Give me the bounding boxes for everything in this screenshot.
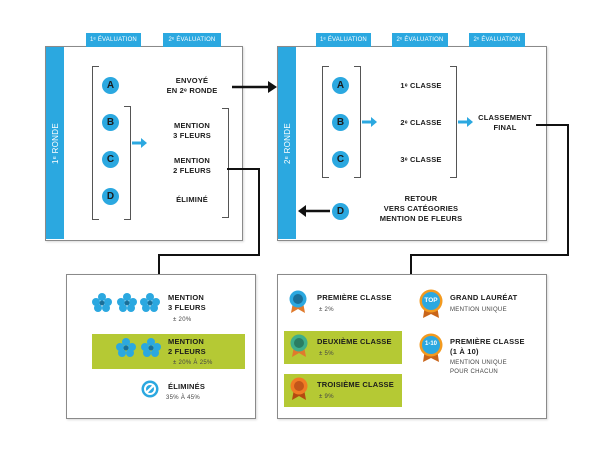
mention-2-flowers-pct: ± 20% À 25% xyxy=(173,360,213,366)
round2-letter-a: A xyxy=(332,77,349,94)
first-class-medal-icon xyxy=(288,290,308,319)
round1-outcome-sent: ENVOYÉ EN 2ᵉ RONDE xyxy=(166,76,218,95)
round2-class3: 3ᵉ CLASSE xyxy=(400,155,442,164)
grand-laureate-title: GRAND LAURÉAT xyxy=(450,293,518,302)
three-flowers-icon xyxy=(92,292,162,317)
round2-blue-arrow-final xyxy=(458,117,473,127)
first-class-pct: ± 2% xyxy=(319,307,334,313)
round1-letter-b: B xyxy=(102,114,119,131)
connector-r1-to-box xyxy=(158,254,160,274)
connector-r2-horiz xyxy=(410,254,569,256)
round2-class1: 1ᵉ CLASSE xyxy=(400,81,442,90)
round1-bracket-right xyxy=(222,108,229,218)
round1-sidebar: 1ᵉ RONDE xyxy=(46,47,64,239)
connector-r2-to-box xyxy=(410,254,412,274)
connector-r2-vert xyxy=(567,124,569,256)
round1-tab-eval1: 1ᵉ ÉVALUATION xyxy=(86,33,141,47)
round2-bracket-right xyxy=(450,66,457,178)
round2-tab-eval3: 2ᵉ ÉVALUATION xyxy=(469,33,525,47)
round1-bracket-left xyxy=(92,66,99,220)
two-flowers-icon xyxy=(116,337,162,362)
eliminated-icon xyxy=(141,380,159,403)
connector-r2-out xyxy=(536,124,569,126)
round2-return-label: RETOUR VERS CATÉGORIES MENTION DE FLEURS xyxy=(379,194,463,223)
round1-blue-arrow xyxy=(132,138,147,148)
mention-2-flowers-title: MENTION 2 FLEURS xyxy=(168,337,206,356)
third-class-medal-icon xyxy=(289,377,309,406)
range-badge-icon: 1-10 xyxy=(418,333,444,363)
round1-tab-eval2: 2ᵉ ÉVALUATION xyxy=(163,33,221,47)
round2-letter-b: B xyxy=(332,114,349,131)
round1-letter-c: C xyxy=(102,151,119,168)
round1-letter-a: A xyxy=(102,77,119,94)
round2-class2: 2ᵉ CLASSE xyxy=(400,118,442,127)
round2-tab-eval1: 1ᵉ ÉVALUATION xyxy=(316,33,371,47)
eliminated-pct: 35% À 45% xyxy=(166,395,201,401)
round1-sidebar-label: 1ᵉ RONDE xyxy=(50,122,60,164)
top-badge-icon: TOP xyxy=(418,289,444,319)
first-class-range-sub: MENTION UNIQUE POUR CHACUN xyxy=(450,360,507,375)
round1-bracket-mid xyxy=(124,106,131,220)
round1-outcome-eliminated: ÉLIMINÉ xyxy=(176,195,208,204)
round2-final-ranking: CLASSEMENT FINAL xyxy=(478,113,532,132)
mention-3-flowers-pct: ± 20% xyxy=(173,317,192,323)
connector-r1-down xyxy=(227,168,260,170)
third-class-title: TROISIÈME CLASSE xyxy=(317,380,394,389)
round2-bracket-left xyxy=(322,66,329,178)
arrow-to-round2 xyxy=(232,81,277,93)
round1-letter-d: D xyxy=(102,188,119,205)
first-class-range-title: PREMIÈRE CLASSE (1 À 10) xyxy=(450,337,525,356)
top-badge-text: TOP xyxy=(424,297,438,304)
third-class-pct: ± 9% xyxy=(319,394,334,400)
second-class-title: DEUXIÈME CLASSE xyxy=(317,337,392,346)
grand-laureate-sub: MENTION UNIQUE xyxy=(450,307,507,313)
round2-letter-d: D xyxy=(332,203,349,220)
mention-2-flowers-highlight xyxy=(92,334,245,369)
connector-r1-horiz xyxy=(158,254,260,256)
round1-outcome-2-flowers: MENTION 2 FLEURS xyxy=(173,156,211,175)
connector-r1-vert xyxy=(258,168,260,256)
round2-sidebar: 2ᵉ RONDE xyxy=(278,47,296,239)
first-class-title: PREMIÈRE CLASSE xyxy=(317,293,392,302)
second-class-medal-icon xyxy=(289,334,309,363)
round2-bracket-mid xyxy=(354,66,361,178)
round2-sidebar-label: 2ᵉ RONDE xyxy=(282,122,292,164)
second-class-pct: ± 5% xyxy=(319,351,334,357)
round1-outcome-3-flowers: MENTION 3 FLEURS xyxy=(173,121,211,140)
mention-3-flowers-title: MENTION 3 FLEURS xyxy=(168,293,206,312)
round2-letter-c: C xyxy=(332,151,349,168)
round2-tab-eval2: 2ᵉ ÉVALUATION xyxy=(392,33,448,47)
round2-blue-arrow xyxy=(362,117,377,127)
round2-return-arrow xyxy=(298,205,330,217)
range-badge-text: 1-10 xyxy=(424,341,437,347)
eliminated-title: ÉLIMINÉS xyxy=(168,382,206,391)
